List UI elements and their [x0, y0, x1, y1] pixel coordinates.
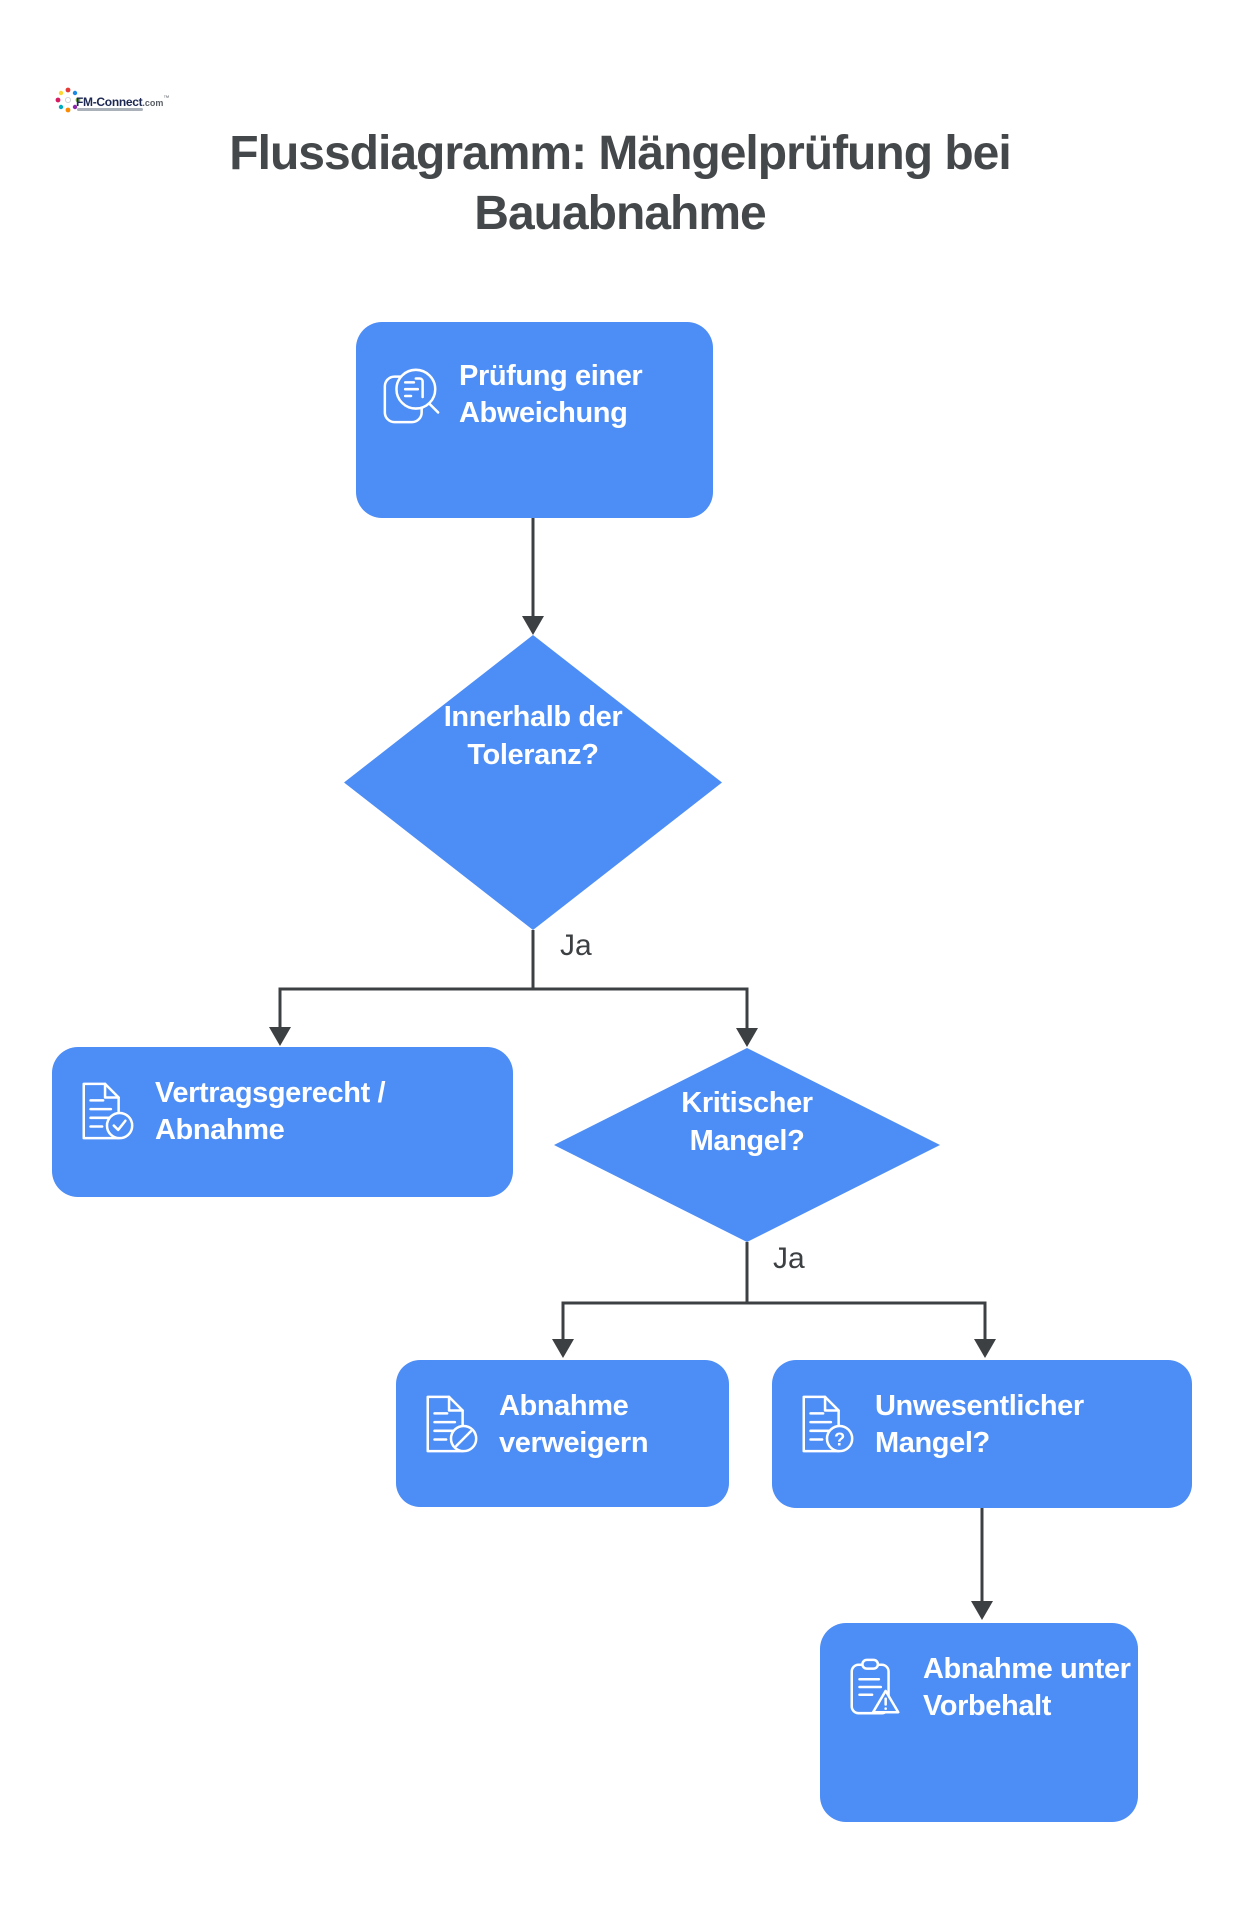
edge-label-ja-2: Ja — [773, 1242, 805, 1275]
svg-text:?: ? — [834, 1428, 845, 1449]
logo-text: FM-Connect.com™ — [76, 93, 169, 111]
logo-brand: FM-Connect — [76, 95, 143, 109]
node-label: Abnahme verweigern — [499, 1390, 649, 1459]
logo-tld: .com — [142, 98, 164, 108]
clipboard-warning-icon — [844, 1657, 906, 1719]
decision-innerhalb-toleranz: Innerhalb der Toleranz? — [344, 635, 722, 930]
logo-starburst-icon — [55, 87, 81, 113]
node-label: Prüfung einer Abweichung — [459, 360, 643, 429]
document-search-icon — [380, 364, 442, 426]
logo-trademark: ™ — [163, 95, 170, 102]
decision-label: Innerhalb der Toleranz? — [443, 701, 623, 771]
decision-label: Kritischer Mangel? — [681, 1087, 813, 1157]
document-deny-icon — [420, 1394, 482, 1456]
node-label: Vertragsgerecht / Abnahme — [155, 1077, 386, 1146]
decision-kritischer-mangel: Kritischer Mangel? — [554, 1048, 940, 1242]
node-abnahme-unter-vorbehalt: Abnahme unter Vorbehalt — [820, 1623, 1138, 1822]
node-vertragsgerecht-abnahme: Vertragsgerecht / Abnahme — [52, 1047, 513, 1197]
node-label: Unwesentlicher Mangel? — [875, 1390, 1084, 1459]
document-check-icon — [76, 1081, 138, 1143]
edge-label-ja-1: Ja — [560, 929, 592, 962]
logo-tagline-bar — [77, 108, 143, 111]
node-unwesentlicher-mangel: ? Unwesentlicher Mangel? — [772, 1360, 1192, 1508]
document-question-icon: ? — [796, 1394, 858, 1456]
node-label: Abnahme unter Vorbehalt — [923, 1653, 1131, 1722]
fm-connect-logo: FM-Connect.com™ — [54, 84, 169, 128]
node-abnahme-verweigern: Abnahme verweigern — [396, 1360, 729, 1507]
page-title: Flussdiagramm: Mängelprüfung bei Bauabna… — [229, 127, 1011, 241]
node-pruefung-abweichung: Prüfung einer Abweichung — [356, 322, 713, 518]
